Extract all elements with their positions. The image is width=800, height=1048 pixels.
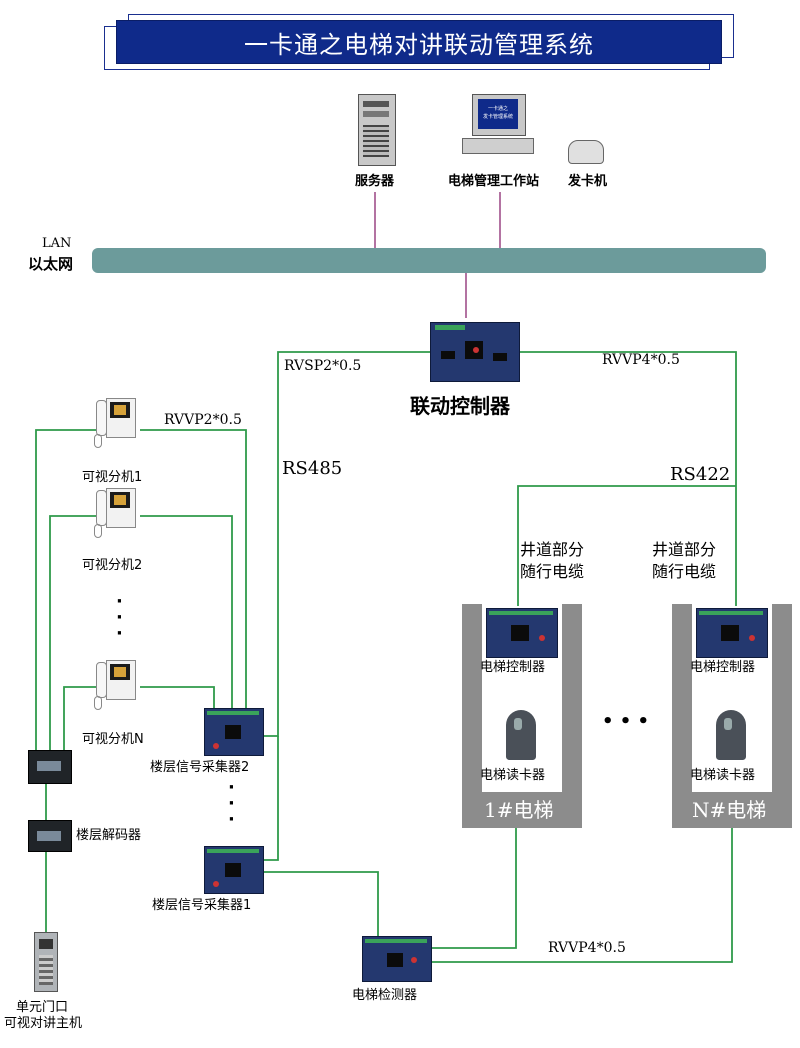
ext2-left-line: [49, 515, 96, 752]
rvvp4-top-cable-label: RVVP4*0.5: [602, 352, 680, 368]
rvvp4-line: [518, 351, 737, 606]
linkage-controller-label: 联动控制器: [410, 394, 510, 418]
detector-elevatorn-line: [432, 828, 733, 963]
video-extension-n-icon: [92, 660, 138, 712]
floor-collector-2-board: [204, 708, 264, 756]
door-station-icon: [34, 932, 58, 992]
ext1-left-line: [35, 429, 96, 752]
rvsp-cable-label: RVSP2*0.5: [284, 358, 362, 374]
rs485-label: RS485: [282, 458, 343, 479]
elevator-n-shaft-right: [772, 604, 792, 826]
page-title: 一卡通之电梯对讲联动管理系统: [244, 30, 594, 59]
rvvp2-cable-label: RVVP2*0.5: [164, 412, 242, 428]
floor-collector-1-board: [204, 846, 264, 894]
elevator-reader-1-label: 电梯读卡器: [480, 768, 546, 783]
extn-collector-line: [140, 686, 215, 708]
extn-left-line: [63, 686, 96, 752]
elevator-reader-1-icon: [506, 710, 536, 760]
card-issuer-label: 发卡机: [568, 174, 608, 189]
unit-door-label: 单元门口: [16, 1000, 69, 1015]
extensions-ellipsis: ···: [116, 591, 123, 644]
elevator-controller-n-board: [696, 608, 768, 658]
lan-bus: [92, 248, 766, 273]
video-extension-1-icon: [92, 398, 138, 450]
shaft-cable-n-label-2: 随行电缆: [652, 562, 717, 581]
shaft-cable-1-label-2: 随行电缆: [520, 562, 585, 581]
workstation-screen-text: 发卡管理系统: [482, 114, 513, 120]
elevator-detector-label: 电梯检测器: [352, 988, 418, 1003]
collector-detector-line: [262, 871, 379, 936]
elevator-reader-n-icon: [716, 710, 746, 760]
floor-collector-1-label: 楼层信号采集器1: [152, 898, 252, 913]
decoder-box-icon: [28, 750, 72, 784]
door-station-label: 可视对讲主机: [4, 1016, 83, 1031]
video-extension-2-icon: [92, 488, 138, 540]
title-banner: 一卡通之电梯对讲联动管理系统: [116, 20, 722, 64]
server-icon: [358, 94, 396, 166]
elevator-controller-n-label: 电梯控制器: [690, 660, 756, 675]
elevator-controller-1-board: [486, 608, 558, 658]
linkage-controller-board: [430, 322, 520, 382]
rs485-line: [262, 351, 430, 737]
elevators-ellipsis: • • •: [602, 711, 650, 732]
video-extension-n-label: 可视分机N: [82, 732, 144, 747]
elevator-n-label: N#电梯: [692, 798, 767, 822]
workstation-label: 电梯管理工作站: [448, 174, 540, 189]
elevator-detector-board: [362, 936, 432, 982]
detector-elevator1-line: [432, 828, 517, 949]
ext2-collector-line: [140, 515, 233, 708]
elevator-n-shaft-left: [672, 604, 692, 826]
elevator-1-shaft-right: [562, 604, 582, 826]
elevator-controller-1-label: 电梯控制器: [480, 660, 546, 675]
floor-collector-2-label: 楼层信号采集器2: [150, 760, 250, 775]
server-label: 服务器: [355, 174, 395, 189]
card-issuer-icon: [568, 140, 604, 164]
rs422-line: [517, 485, 736, 606]
collectors-ellipsis: ···: [228, 777, 235, 830]
shaft-cable-1-label: 井道部分: [520, 540, 585, 559]
video-extension-1-label: 可视分机1: [82, 470, 143, 485]
rvvp4-bottom-cable-label: RVVP4*0.5: [548, 940, 626, 956]
ethernet-label: 以太网: [28, 255, 74, 273]
rs485-line-lower: [262, 736, 279, 861]
video-extension-2-label: 可视分机2: [82, 558, 143, 573]
elevator-1-label: 1#电梯: [484, 798, 554, 822]
workstation-icon: 一卡通之 发卡管理系统: [462, 94, 534, 156]
floor-decoder-icon: [28, 820, 72, 852]
lan-label: LAN: [42, 236, 72, 251]
elevator-reader-n-label: 电梯读卡器: [690, 768, 756, 783]
shaft-cable-n-label: 井道部分: [652, 540, 717, 559]
elevator-1-shaft-bottom: [462, 792, 582, 828]
floor-decoder-label: 楼层解码器: [76, 828, 142, 843]
elevator-n-shaft-bottom: [672, 792, 792, 828]
rs422-label: RS422: [670, 464, 731, 485]
workstation-screen-text: 一卡通之: [487, 106, 508, 112]
ext1-collector-line: [140, 429, 247, 708]
elevator-1-shaft-left: [462, 604, 482, 826]
